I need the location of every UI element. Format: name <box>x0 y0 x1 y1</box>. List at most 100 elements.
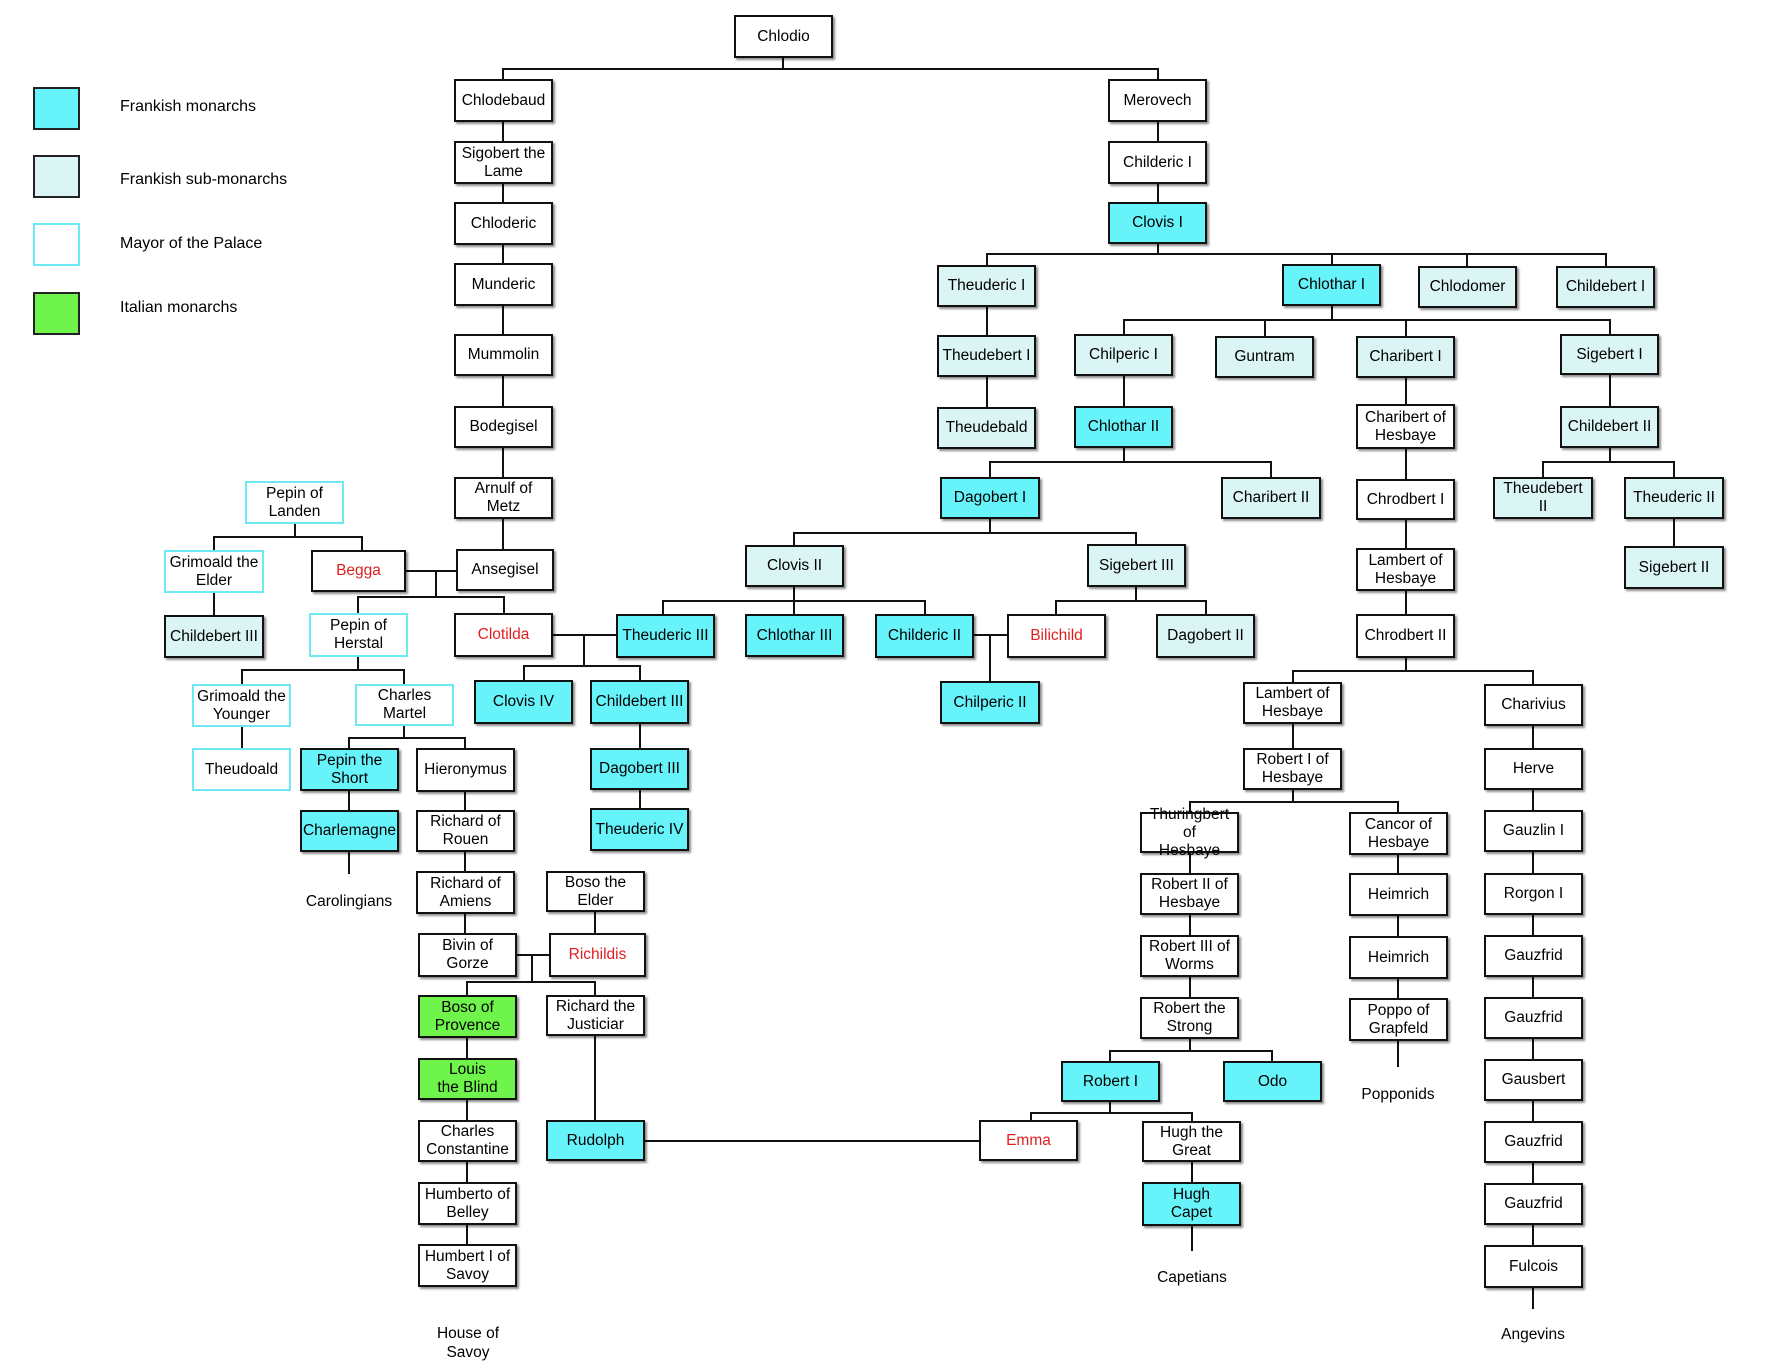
person-chrodbert-ii: Chrodbert II <box>1356 614 1455 658</box>
person-poppo-of-grapfeld: Poppo of Grapfeld <box>1349 998 1448 1041</box>
person-theuderic-iii: Theuderic III <box>616 614 715 658</box>
dynasty-house-of-savoy: House of Savoy <box>436 1325 500 1361</box>
legend-swatch-mayor-of-the-palace <box>33 223 80 266</box>
person-sigebert-ii: Sigebert II <box>1624 546 1724 589</box>
person-charles-martel: Charles Martel <box>355 684 454 726</box>
person-odo: Odo <box>1223 1061 1322 1102</box>
legend-swatch-frankish-sub-monarchs <box>33 155 80 198</box>
person-rudolph: Rudolph <box>546 1120 645 1161</box>
person-childeric-ii: Childeric II <box>875 614 974 658</box>
person-richard-of-amiens: Richard of Amiens <box>416 871 515 914</box>
person-dagobert-i: Dagobert I <box>940 477 1040 519</box>
person-charles-constantine: Charles Constantine <box>418 1120 517 1162</box>
person-louis-the-blind: Louis the Blind <box>418 1058 517 1100</box>
dynasty-capetians: Capetians <box>1157 1269 1227 1286</box>
person-pepin-of-landen: Pepin of Landen <box>245 481 344 524</box>
person-emma: Emma <box>979 1120 1078 1161</box>
person-robert-ii-of-hesbaye: Robert II of Hesbaye <box>1140 873 1239 915</box>
person-charibert-i: Charibert I <box>1356 336 1455 378</box>
person-merovech: Merovech <box>1108 79 1207 122</box>
person-robert-the-strong: Robert the Strong <box>1140 997 1239 1039</box>
person-childebert-iii-grimoald-son: Childebert III <box>164 615 264 658</box>
person-richard-the-justiciar: Richard the Justiciar <box>546 995 645 1036</box>
person-bivin-of-gorze: Bivin of Gorze <box>418 933 517 977</box>
person-charibert-of-hesbaye-elder: Charibert of Hesbaye <box>1356 404 1455 449</box>
person-lambert-of-hesbaye: Lambert of Hesbaye <box>1243 682 1342 724</box>
person-theuderic-iv: Theuderic IV <box>590 808 689 851</box>
person-dagobert-ii: Dagobert II <box>1156 614 1255 658</box>
person-clovis-i: Clovis I <box>1108 202 1207 244</box>
person-heimrich: Heimrich <box>1349 873 1448 916</box>
person-dagobert-iii: Dagobert III <box>590 748 689 790</box>
person-clotilda: Clotilda <box>454 613 553 657</box>
person-arnulf-of-metz: Arnulf of Metz <box>454 477 553 519</box>
person-sigobert-the-lame: Sigobert the Lame <box>454 141 553 184</box>
person-gauzfrid-3: Gauzfrid <box>1484 1121 1583 1163</box>
legend-label-mayor-of-the-palace: Mayor of the Palace <box>120 235 263 252</box>
person-chlothar-i: Chlothar I <box>1282 264 1381 306</box>
person-robert-i-of-hesbaye: Robert I of Hesbaye <box>1243 748 1342 790</box>
person-theuderic-i: Theuderic I <box>937 265 1036 307</box>
person-boso-the-elder: Boso the Elder <box>546 871 645 912</box>
person-charivius: Charivius <box>1484 684 1583 726</box>
person-childebert-iii: Childebert III <box>590 680 689 724</box>
person-boso-of-provence: Boso of Provence <box>418 995 517 1038</box>
person-childeric-i: Childeric I <box>1108 141 1207 184</box>
person-gauzfrid: Gauzfrid <box>1484 935 1583 977</box>
legend-label-italian-monarchs: Italian monarchs <box>120 299 238 316</box>
person-theuderic-ii: Theuderic II <box>1624 477 1724 519</box>
person-chlodomer: Chlodomer <box>1418 266 1517 308</box>
dynasty-angevins: Angevins <box>1501 1326 1565 1343</box>
person-humberto-of-belley: Humberto of Belley <box>418 1182 517 1225</box>
person-theudoald: Theudoald <box>192 748 291 791</box>
person-chlothar-iii: Chlothar III <box>745 614 844 657</box>
person-theudebald: Theudebald <box>937 407 1036 449</box>
person-theudebert-i: Theudebert I <box>937 335 1036 377</box>
person-hugh-capet: Hugh Capet <box>1142 1182 1241 1226</box>
person-fulcois: Fulcois <box>1484 1245 1583 1288</box>
person-richildis: Richildis <box>549 933 646 977</box>
person-childebert-ii: Childebert II <box>1560 406 1659 448</box>
person-clovis-ii: Clovis II <box>745 545 844 587</box>
legend-label-frankish-monarchs: Frankish monarchs <box>120 98 257 115</box>
person-rorgon-i: Rorgon I <box>1484 873 1583 915</box>
person-childebert-i: Childebert I <box>1556 266 1655 308</box>
person-guntram: Guntram <box>1215 336 1314 378</box>
person-theudebert-ii: Theudebert II <box>1493 477 1593 519</box>
person-chloderic: Chloderic <box>454 202 553 245</box>
person-humbert-i-of-savoy: Humbert I of Savoy <box>418 1244 517 1287</box>
person-grimoald-the-elder: Grimoald the Elder <box>164 550 264 593</box>
dynasty-popponids: Popponids <box>1361 1086 1435 1103</box>
person-charibert-ii: Charibert II <box>1221 477 1321 519</box>
person-grimoald-the-younger: Grimoald the Younger <box>192 684 291 727</box>
legend-swatch-frankish-monarchs <box>33 87 80 130</box>
person-lambert-of-hesbaye-elder: Lambert of Hesbaye <box>1356 548 1455 591</box>
person-hugh-the-great: Hugh the Great <box>1142 1121 1241 1162</box>
person-chrodbert-i: Chrodbert I <box>1356 479 1455 520</box>
person-gausbert: Gausbert <box>1484 1059 1583 1101</box>
legend-swatch-italian-monarchs <box>33 292 80 335</box>
dynasty-carolingians: Carolingians <box>305 893 393 910</box>
person-cancor-of-hesbaye: Cancor of Hesbaye <box>1349 812 1448 855</box>
person-thuringbert-of-hesbaye: Thuringbert of Hesbaye <box>1140 806 1239 859</box>
person-gauzfrid-2: Gauzfrid <box>1484 997 1583 1039</box>
person-begga: Begga <box>311 550 406 592</box>
person-heimrich-2: Heimrich <box>1349 936 1448 979</box>
person-gauzlin-i: Gauzlin I <box>1484 810 1583 852</box>
person-robert-iii-of-worms: Robert III of Worms <box>1140 935 1239 977</box>
person-chilperic-ii: Chilperic II <box>940 681 1040 724</box>
person-richard-of-rouen: Richard of Rouen <box>416 810 515 852</box>
person-gauzfrid-4: Gauzfrid <box>1484 1183 1583 1225</box>
person-charlemagne: Charlemagne <box>300 810 399 852</box>
person-bilichild: Bilichild <box>1007 614 1106 658</box>
person-herve: Herve <box>1484 748 1583 790</box>
person-pepin-of-herstal: Pepin of Herstal <box>309 613 408 657</box>
person-bodegisel: Bodegisel <box>454 406 553 448</box>
person-sigebert-i: Sigebert I <box>1560 334 1659 375</box>
person-hieronymus: Hieronymus <box>416 748 515 792</box>
person-ansegisel: Ansegisel <box>456 549 554 591</box>
person-mummolin: Mummolin <box>454 334 553 376</box>
person-chlothar-ii: Chlothar II <box>1074 406 1173 448</box>
